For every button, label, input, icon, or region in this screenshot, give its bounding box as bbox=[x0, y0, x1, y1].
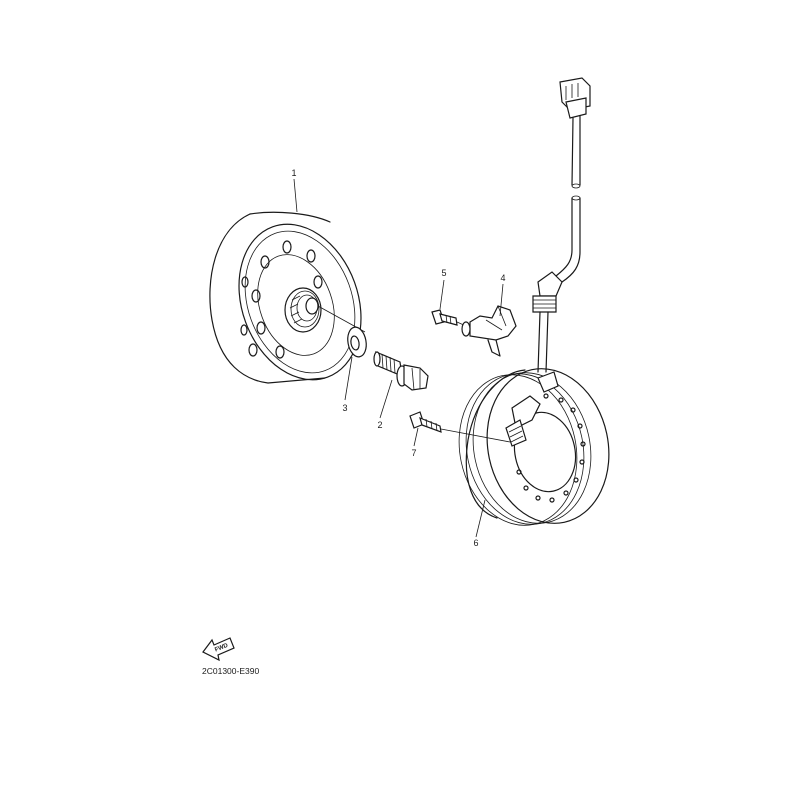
rotor-part-1 bbox=[209, 211, 362, 384]
callout-label-1: 1 bbox=[291, 168, 296, 178]
diagram-code: 2C01300-E390 bbox=[202, 666, 259, 676]
fwd-label: FWD bbox=[214, 642, 230, 653]
screw-part-5 bbox=[431, 309, 458, 326]
callout-leader-5 bbox=[439, 279, 445, 310]
callout-leader-4 bbox=[499, 283, 504, 317]
callout-leader-2 bbox=[379, 379, 393, 419]
callout-label-6: 6 bbox=[473, 538, 478, 548]
bolt-part-7 bbox=[409, 411, 442, 433]
callout-leader-3 bbox=[344, 356, 353, 401]
washer-part-3 bbox=[347, 326, 367, 358]
callout-label-5: 5 bbox=[441, 268, 446, 278]
callout-leader-6 bbox=[475, 499, 486, 538]
callout-label-4: 4 bbox=[500, 273, 505, 283]
stator-part-6 bbox=[458, 368, 610, 526]
callout-label-7: 7 bbox=[411, 448, 416, 458]
callout-leader-7 bbox=[413, 427, 419, 447]
wire-harness bbox=[532, 77, 591, 373]
bolt-part-2 bbox=[373, 351, 429, 391]
callout-label-2: 2 bbox=[377, 420, 382, 430]
bracket-part-4 bbox=[461, 305, 517, 357]
axis-line-stator bbox=[440, 428, 511, 443]
fwd-arrow-icon: FWD bbox=[202, 637, 235, 662]
callout-leader-1 bbox=[293, 178, 298, 213]
callout-label-3: 3 bbox=[342, 403, 347, 413]
